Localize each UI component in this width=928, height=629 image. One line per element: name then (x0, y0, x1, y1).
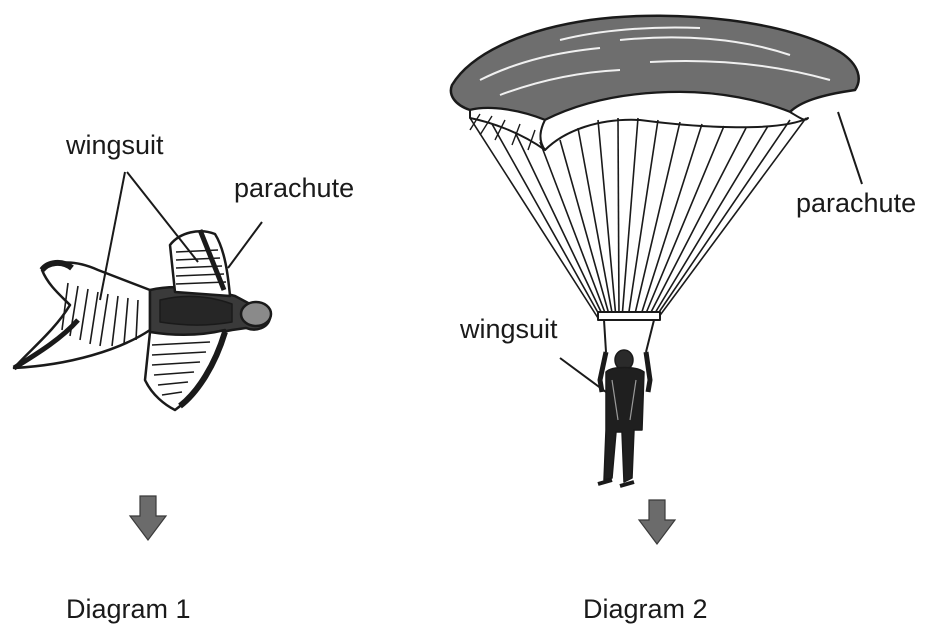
diagram2-parachute-label: parachute (796, 190, 916, 217)
wingsuit-flyer-illustration (14, 230, 271, 410)
diagram1-caption: Diagram 1 (66, 596, 191, 623)
diagram2-wingsuit-label: wingsuit (460, 316, 558, 343)
down-arrow-icon (130, 496, 166, 540)
diagram1-parachute-label: parachute (234, 175, 354, 202)
parachutist-illustration (451, 16, 859, 486)
diagram2-caption: Diagram 2 (583, 596, 708, 623)
down-arrow-icon (639, 500, 675, 544)
diagram1-wingsuit-label: wingsuit (66, 132, 164, 159)
